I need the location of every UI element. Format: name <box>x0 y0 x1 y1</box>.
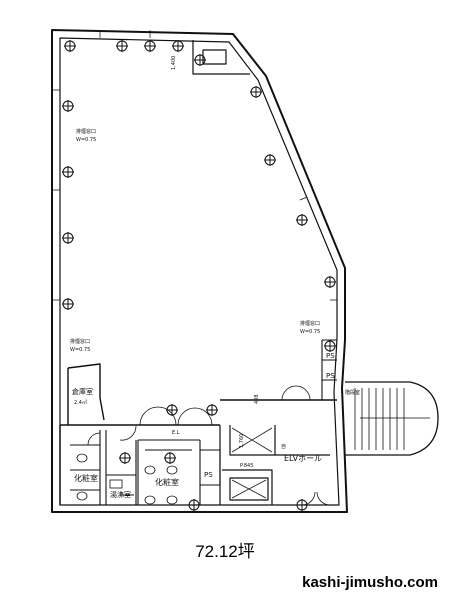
external-stair <box>345 381 439 456</box>
floor-area-label: 72.12坪 <box>195 542 255 561</box>
window-right-title: 排煙窓口 <box>300 320 320 327</box>
column-icon <box>264 154 276 166</box>
window-upper-width: W=0.75 <box>76 137 96 143</box>
column-icon <box>188 499 200 511</box>
dim-mid-label: 1,760 <box>239 434 245 448</box>
toilet-fixture <box>144 465 156 475</box>
stair-note-label: 階段室 <box>345 389 360 396</box>
toilet-left-label: 化粧室 <box>74 473 98 483</box>
dim-top-label: 1,400 <box>171 56 177 70</box>
ps-upper-label: PS <box>326 352 335 360</box>
ev-core-walls <box>219 425 330 505</box>
column-icon <box>119 452 131 464</box>
ps-core-label: PS <box>204 471 213 479</box>
storage-area: 2.4㎡ <box>74 399 87 406</box>
ps-right-label: PS <box>326 372 335 380</box>
window-right-width: W=0.75 <box>300 329 320 335</box>
door-swings <box>87 385 331 506</box>
column-icon <box>296 499 308 511</box>
column-icon <box>116 40 128 52</box>
core-partition <box>59 399 337 505</box>
column-icon <box>206 404 218 416</box>
toilet-right-walls <box>137 439 201 505</box>
column-icon <box>62 232 74 244</box>
column-icon <box>164 452 176 464</box>
toilet-fixture <box>144 495 156 505</box>
column-icon <box>62 100 74 112</box>
column-icon <box>144 40 156 52</box>
ps-box <box>200 449 221 486</box>
el-label: E.L <box>172 430 180 436</box>
storage-room <box>67 363 105 425</box>
column-icon <box>62 298 74 310</box>
toilet-left-walls <box>70 430 101 505</box>
outer-wall <box>51 29 348 513</box>
elv-hall-label: ELVホール <box>284 454 322 463</box>
toilet-fixture <box>166 465 178 475</box>
stair-treads <box>354 388 430 450</box>
window-upper-title: 排煙窓口 <box>76 128 96 135</box>
toilet-fixture <box>76 453 88 463</box>
inner-wall <box>59 37 340 506</box>
column-icon <box>62 166 74 178</box>
column-icon <box>296 214 308 226</box>
column-icon <box>172 40 184 52</box>
toilet-fixture <box>76 491 88 501</box>
storage-label: 倉庫室 <box>72 387 93 396</box>
toilet-right-label: 化粧室 <box>155 477 179 487</box>
sink-fixture <box>109 479 123 489</box>
top-right-room <box>192 40 250 75</box>
kitchen-walls <box>105 430 137 505</box>
column-icon <box>324 276 336 288</box>
note-408: 408 <box>254 394 260 404</box>
kitchen-label: 湯沸室 <box>110 490 131 499</box>
column-icon <box>250 86 262 98</box>
core-dim-label: P.845 <box>240 463 253 469</box>
door-mark: 自 <box>281 443 286 450</box>
column-icon <box>194 54 206 66</box>
window-ticks <box>52 30 337 301</box>
toilet-fixture <box>166 495 178 505</box>
site-watermark[interactable]: kashi-jimusho.com <box>302 574 438 591</box>
column-icon <box>64 40 76 52</box>
window-lower-title: 排煙窓口 <box>70 338 90 345</box>
column-icon <box>324 340 336 352</box>
shaft-marks <box>231 427 273 499</box>
column-icon <box>166 404 178 416</box>
window-lower-width: W=0.75 <box>70 347 90 353</box>
